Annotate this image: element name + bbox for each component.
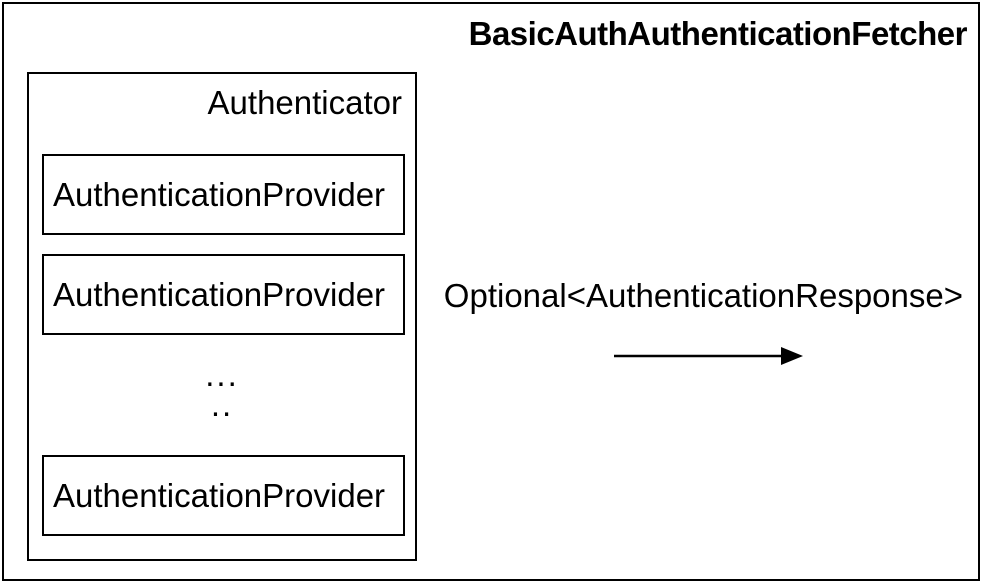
authentication-provider-box-3: AuthenticationProvider — [42, 455, 405, 536]
authenticator-box: Authenticator AuthenticationProvider Aut… — [27, 72, 417, 561]
ellipsis-line-2: .. — [210, 386, 234, 423]
ellipsis-line-1: ... — [205, 356, 239, 393]
fetcher-title: BasicAuthAuthenticationFetcher — [468, 15, 968, 52]
authentication-provider-label: AuthenticationProvider — [53, 175, 386, 213]
response-type-label: Optional<AuthenticationResponse> — [443, 277, 963, 314]
authenticator-label: Authenticator — [207, 84, 402, 121]
providers-ellipsis: ... .. — [29, 356, 415, 423]
authentication-provider-label: AuthenticationProvider — [53, 476, 386, 514]
response-arrow-icon — [614, 347, 803, 365]
authentication-provider-box-1: AuthenticationProvider — [42, 154, 405, 235]
authentication-provider-box-2: AuthenticationProvider — [42, 254, 405, 335]
authentication-provider-label: AuthenticationProvider — [53, 275, 386, 313]
